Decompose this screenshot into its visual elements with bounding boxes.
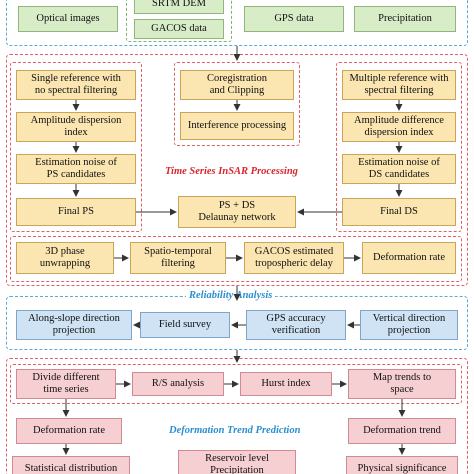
reliability-section-title: Reliability Analysis (186, 290, 276, 301)
statistical-distribution-box: Statistical distribution (12, 456, 130, 474)
map-trends-box: Map trends to space (348, 369, 456, 399)
reservoir-precipitation-box: Reservoir level Precipitation (178, 450, 296, 474)
precipitation-box: Precipitation (354, 6, 456, 32)
coreg-group (174, 62, 300, 146)
interference-processing-box: Interference processing (180, 112, 294, 140)
phase-unwrapping-box: 3D phase unwrapping (16, 242, 114, 274)
deformation-rate-trend-box: Deformation rate (16, 418, 122, 444)
amplitude-difference-box: Amplitude difference dispersion index (342, 112, 456, 142)
final-ds-box: Final DS (342, 198, 456, 226)
amplitude-dispersion-box: Amplitude dispersion index (16, 112, 136, 142)
spatio-temporal-filtering-box: Spatio-temporal filtering (130, 242, 226, 274)
along-slope-box: Along-slope direction projection (16, 310, 132, 340)
deformation-trend-box: Deformation trend (348, 418, 456, 444)
gacos-data-box: GACOS data (134, 19, 224, 39)
srtm-dem-box: SRTM DEM (134, 0, 224, 14)
coregistration-box: Coregistration and Clipping (180, 70, 294, 100)
trend-section-title: Deformation Trend Prediction (166, 425, 304, 436)
ps-ds-network-box: PS + DS Delaunay network (178, 196, 296, 228)
single-reference-box: Single reference with no spectral filter… (16, 70, 136, 100)
divide-time-series-box: Divide different time series (16, 369, 116, 399)
ds-noise-box: Estimation noise of DS candidates (342, 154, 456, 184)
hurst-index-box: Hurst index (240, 372, 332, 396)
trend-steps-group (10, 364, 462, 404)
physical-significance-box: Physical significance (346, 456, 458, 474)
final-ps-box: Final PS (16, 198, 136, 226)
gps-data-box: GPS data (244, 6, 344, 32)
post-processing-group (10, 236, 462, 282)
dem-gacos-group (126, 0, 232, 42)
deformation-rate-insar-box: Deformation rate (362, 242, 456, 274)
vertical-direction-box: Vertical direction projection (360, 310, 458, 340)
insar-section-title: Time Series InSAR Processing (162, 166, 301, 177)
ds-group (336, 62, 462, 232)
optical-images-box: Optical images (18, 6, 118, 32)
field-survey-box: Field survey (140, 312, 230, 338)
ps-noise-box: Estimation noise of PS candidates (16, 154, 136, 184)
ps-group (10, 62, 142, 232)
gps-verification-box: GPS accuracy verification (246, 310, 346, 340)
rs-analysis-box: R/S analysis (132, 372, 224, 396)
gacos-delay-box: GACOS estimated tropospheric delay (244, 242, 344, 274)
multiple-reference-box: Multiple reference with spectral filteri… (342, 70, 456, 100)
data-sources-region (6, 0, 468, 46)
